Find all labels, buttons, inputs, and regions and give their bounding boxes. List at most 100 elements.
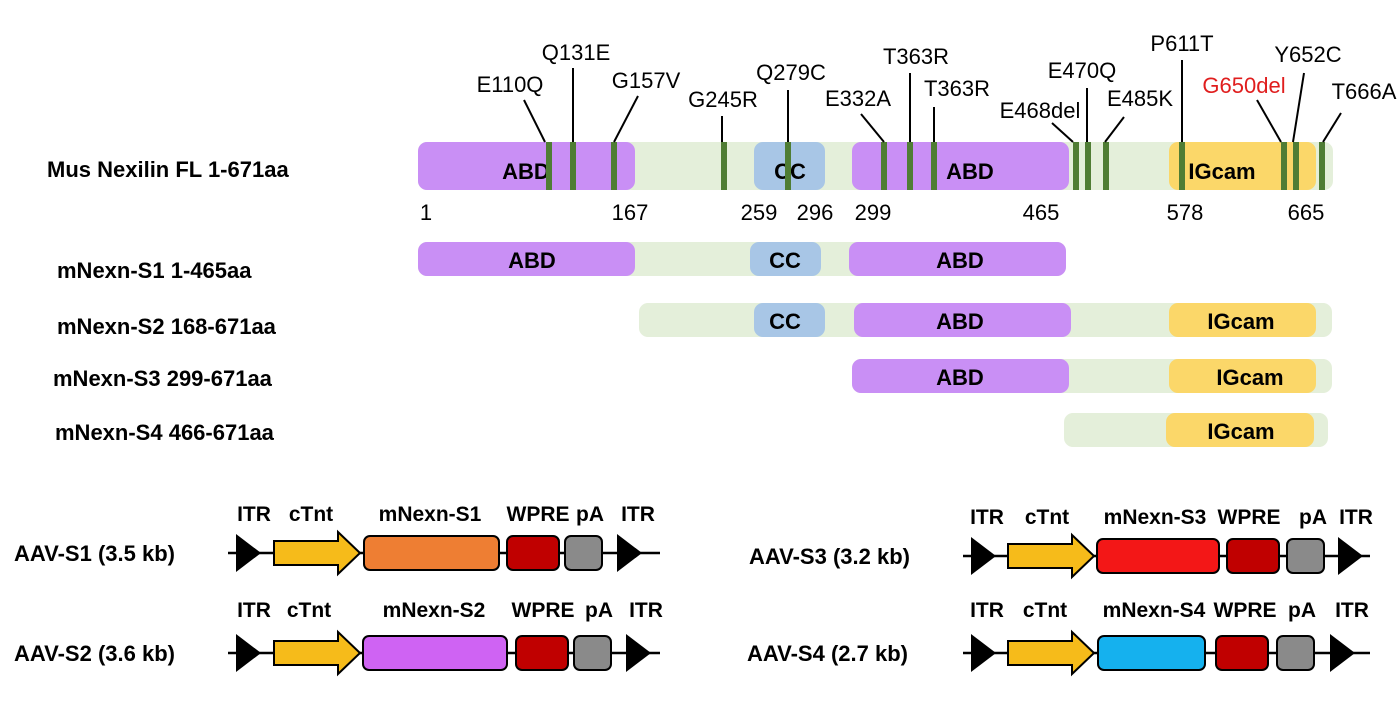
mutation-bar (570, 142, 576, 190)
construct-label: mNexn-S3 299-671aa (53, 366, 273, 391)
pa-block (1286, 538, 1325, 574)
mutation-label: E470Q (1048, 58, 1117, 83)
mutation-bar (907, 142, 913, 190)
itr-icon (1338, 537, 1363, 575)
position-number: 1 (420, 200, 432, 225)
wpre-label: WPRE (512, 599, 575, 622)
itr-label: ITR (237, 503, 271, 526)
mutation-bar (1179, 142, 1185, 190)
orf-label: mNexn-S3 (1104, 506, 1207, 529)
domain-label: ABD (946, 159, 994, 184)
itr-label: ITR (1339, 506, 1373, 529)
itr-icon (626, 634, 651, 672)
construct-label: mNexn-S4 466-671aa (55, 420, 275, 445)
domain-cc (750, 242, 821, 276)
orf-label: mNexn-S1 (379, 503, 482, 526)
mutation-leader-line (1104, 116, 1125, 143)
orf-label: mNexn-S4 (1103, 599, 1206, 622)
mutation-label: Y652C (1274, 42, 1341, 67)
mutation-label: T666A (1332, 79, 1397, 104)
domain-igcam (1169, 359, 1316, 393)
mutation-label: T363R (883, 44, 949, 69)
vector-name: AAV-S1 (3.5 kb) (14, 541, 175, 566)
mutation-bar (881, 142, 887, 190)
mutation-leader-line (613, 95, 639, 143)
pa-block (564, 535, 603, 571)
mutation-label: E332A (825, 86, 891, 111)
wpre-label: WPRE (1218, 506, 1281, 529)
wpre-block (515, 635, 569, 671)
mutation-label: Q131E (542, 40, 611, 65)
itr-label: ITR (1335, 599, 1369, 622)
mutation-label: G157V (612, 68, 681, 93)
wpre-block (1215, 635, 1269, 671)
domain-abd (418, 242, 635, 276)
itr-icon (1330, 634, 1355, 672)
pa-label: pA (585, 599, 613, 622)
mutation-bar (546, 142, 552, 190)
construct-label: mNexn-S2 168-671aa (57, 314, 277, 339)
mutation-bar (721, 142, 727, 190)
vector-name: AAV-S4 (2.7 kb) (747, 641, 908, 666)
mutation-bar (785, 142, 791, 190)
mutation-label: Q279C (756, 60, 826, 85)
mutation-label-highlight: G650del (1202, 73, 1285, 98)
mutation-leader-line (1292, 72, 1305, 143)
domain-cc (754, 303, 825, 337)
position-number: 465 (1023, 200, 1060, 225)
mutation-bar (1085, 142, 1091, 190)
mutation-labels: E110QQ131EG157VG245RQ279CE332AT363RT363R… (477, 31, 1397, 143)
itr-label: ITR (970, 506, 1004, 529)
orf-block (362, 635, 508, 671)
construct-4: mNexn-S4 466-671aa IGcam (55, 413, 1328, 447)
domain-label: CC (769, 309, 801, 334)
itr-label: ITR (970, 599, 1004, 622)
itr-icon (971, 634, 996, 672)
orf-block (363, 535, 500, 571)
ctnt-label: cTnt (1025, 506, 1069, 529)
position-number: 167 (612, 200, 649, 225)
itr-label: ITR (629, 599, 663, 622)
mutation-label: E485K (1107, 86, 1173, 111)
domain-label: ABD (502, 159, 550, 184)
domain-label: IGcam (1207, 419, 1274, 444)
domain-label: IGcam (1188, 159, 1255, 184)
domain-abd (852, 142, 1069, 190)
ctnt-label: cTnt (289, 503, 333, 526)
domain-abd (849, 242, 1066, 276)
full-length-track: Mus Nexilin FL 1-671aaABDCCABDIGcam11672… (47, 31, 1397, 225)
mutation-bar (931, 142, 937, 190)
pa-label: pA (576, 503, 604, 526)
mutation-bar (1281, 142, 1287, 190)
mutation-bar (1319, 142, 1325, 190)
ctnt-promoter-arrow (273, 529, 362, 577)
wpre-label: WPRE (1214, 599, 1277, 622)
ctnt-promoter-arrow (1007, 629, 1096, 677)
vector-name: AAV-S3 (3.2 kb) (749, 544, 910, 569)
mutation-leader-line (523, 99, 546, 143)
itr-icon (236, 534, 261, 572)
itr-icon (617, 534, 642, 572)
position-number: 259 (741, 200, 778, 225)
domain-igcam (1169, 142, 1316, 190)
mutation-bar (1293, 142, 1299, 190)
pa-label: pA (1299, 506, 1327, 529)
ctnt-promoter-arrow (1007, 532, 1096, 580)
position-number: 578 (1167, 200, 1204, 225)
mutation-label: E110Q (477, 72, 544, 97)
position-number: 299 (855, 200, 892, 225)
domain-abd (852, 359, 1069, 393)
orf-label: mNexn-S2 (383, 599, 486, 622)
vector-aav-s3: AAV-S3 (3.2 kb) ITR cTnt mNexn-S3 WPRE pA ITR (749, 506, 1373, 580)
itr-label: ITR (237, 599, 271, 622)
wpre-block (1226, 538, 1280, 574)
pa-block (573, 635, 612, 671)
domain-label: IGcam (1207, 309, 1274, 334)
construct-label: mNexn-S1 1-465aa (57, 258, 252, 283)
mutation-leader-line (860, 113, 885, 143)
